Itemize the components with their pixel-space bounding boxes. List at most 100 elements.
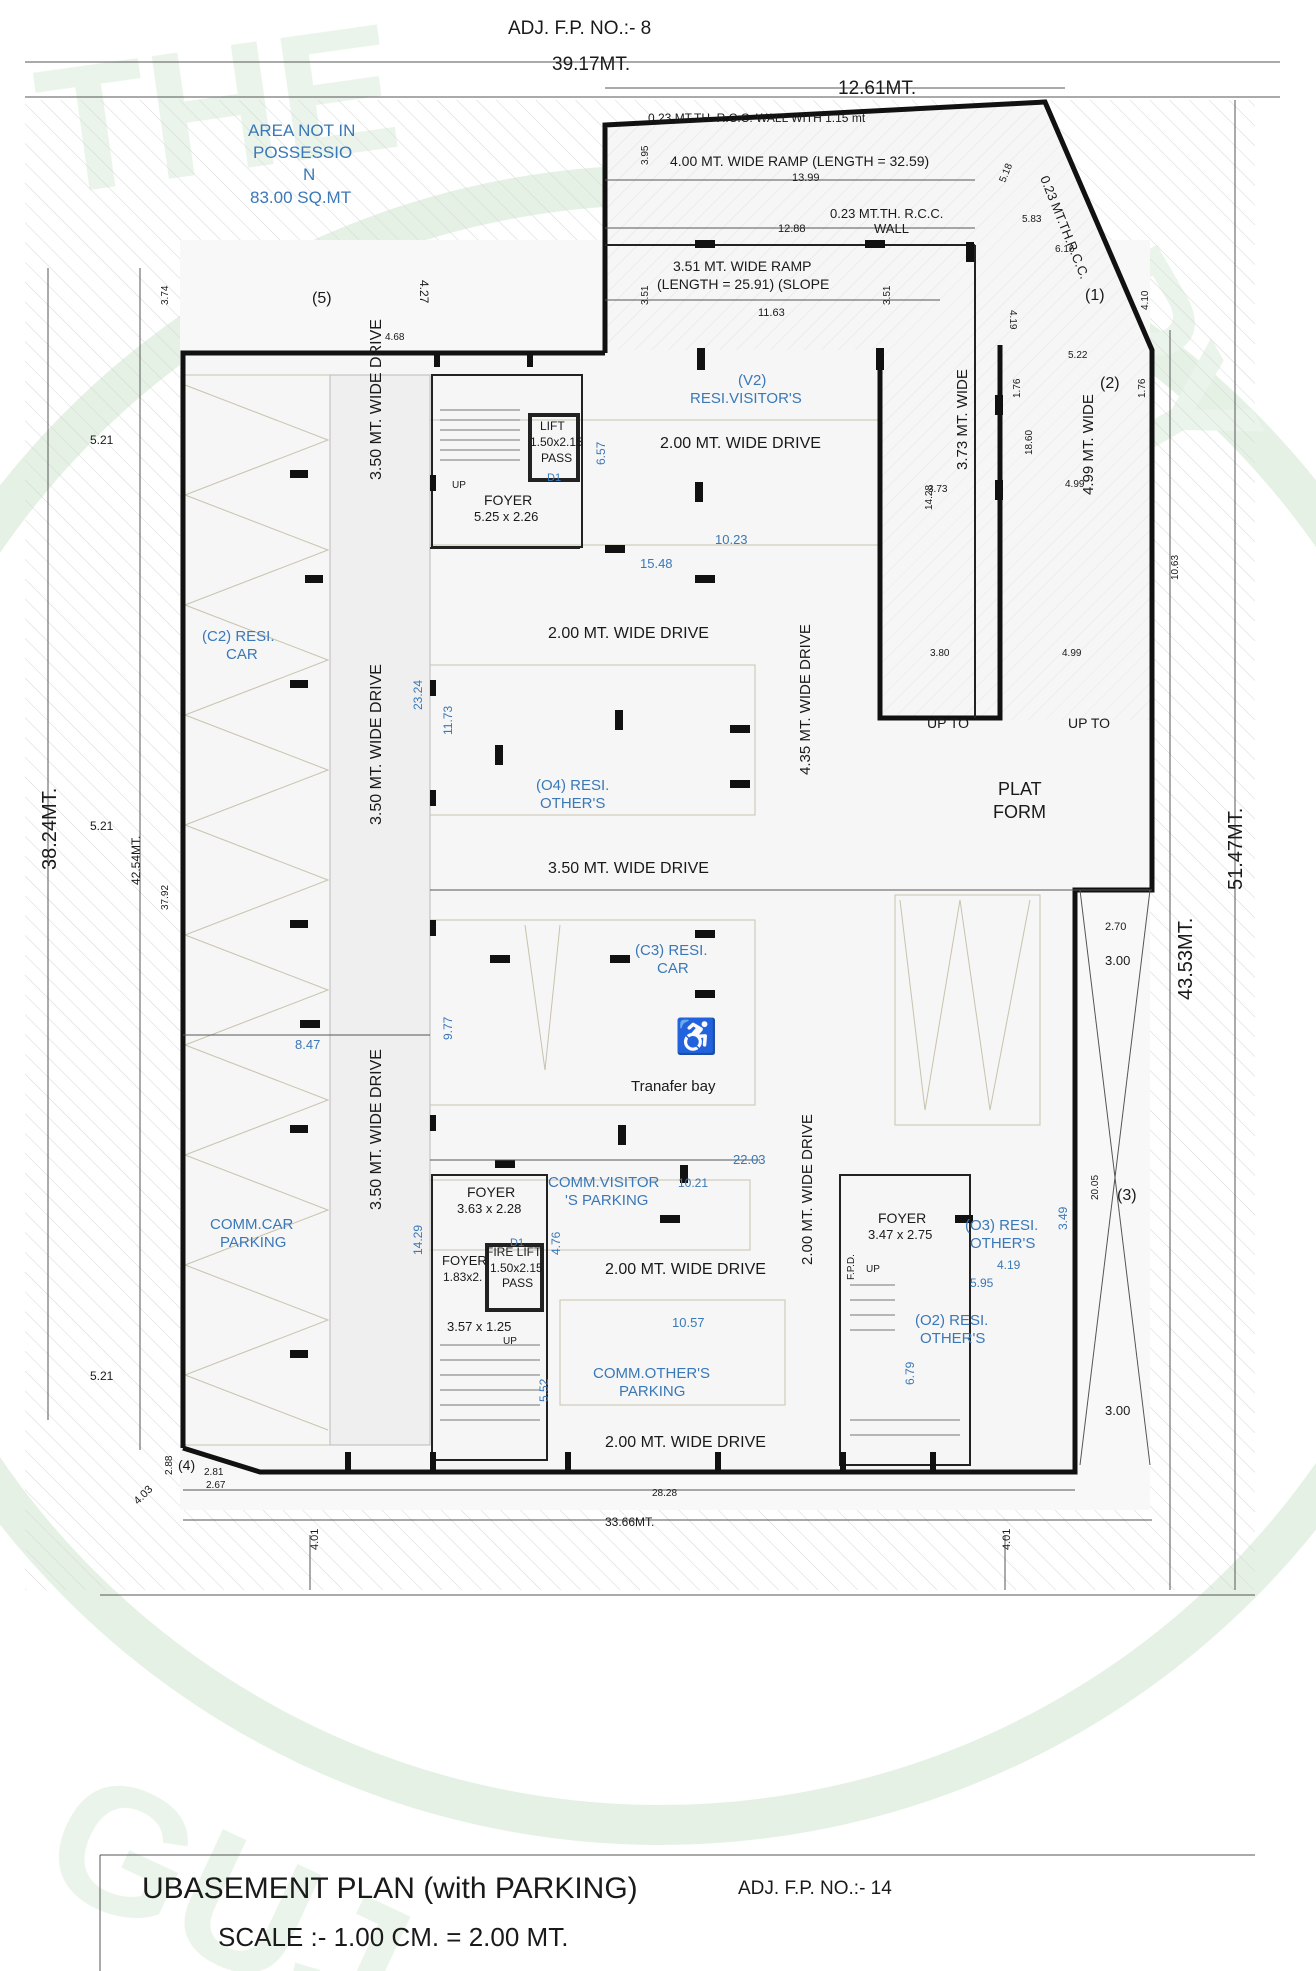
dim-2203: 22.03	[733, 1152, 766, 1167]
dim-552: 5.52	[537, 1378, 551, 1402]
dim-977: 9.77	[441, 1016, 455, 1040]
wall-mid-1: 0.23 MT.TH. R.C.C.	[830, 206, 943, 221]
comm-car-a: COMM.CAR	[210, 1216, 293, 1233]
diagonal-break-lines	[1079, 889, 1151, 1466]
dim-1428: 14.28	[924, 485, 935, 510]
dim-468: 4.68	[385, 332, 405, 343]
dim-499-b: 4.99	[1062, 648, 1082, 659]
dim-499-a: 4.99	[1065, 479, 1085, 490]
dim-410: 4.10	[1140, 290, 1151, 310]
marker-2: (2)	[1100, 375, 1120, 392]
wall-top-label: 0.23 MT.TH. R.C.C. WALL WITH 1.15 mt	[648, 111, 866, 125]
plan-scale: SCALE :- 1.00 CM. = 2.00 MT.	[218, 1922, 568, 1952]
o2-label-b: OTHER'S	[920, 1330, 985, 1347]
dim-401-a: 4.01	[309, 1529, 321, 1550]
o3-label-b: OTHER'S	[970, 1235, 1035, 1252]
plat-1: PLAT	[998, 779, 1042, 799]
comm-car-b: PARKING	[220, 1234, 286, 1251]
dim-1021: 10.21	[678, 1176, 708, 1190]
dim-595: 5.95	[970, 1276, 994, 1290]
dim-419: 4.19	[1007, 310, 1018, 330]
dim-left-inner: 37.92	[160, 885, 171, 910]
dim-left-mid: 42.54MT.	[129, 836, 143, 885]
up-c: UP	[866, 1264, 880, 1275]
drive-499: 4.99 MT. WIDE	[1080, 394, 1097, 495]
overall-width-dim: 39.17MT.	[552, 54, 630, 75]
v2-label-b: RESI.VISITOR'S	[690, 390, 802, 407]
up-to-a: UP TO	[927, 715, 969, 731]
dim-1399: 13.99	[792, 172, 820, 184]
dim-300-b: 3.00	[1105, 1403, 1130, 1418]
o3-label-a: (O3) RESI.	[965, 1217, 1038, 1234]
dim-281: 2.81	[204, 1467, 224, 1478]
dim-right-mid: 43.53MT.	[1175, 918, 1197, 1000]
dim-351-b: 3.51	[882, 285, 893, 305]
lift-label: LIFT	[540, 419, 565, 433]
dim-1288: 12.88	[778, 223, 806, 235]
foyer-br: FOYER	[878, 1210, 926, 1226]
c2-label-a: (C2) RESI.	[202, 628, 275, 645]
v2-label-a: (V2)	[738, 372, 766, 389]
comm-visitor-b: 'S PARKING	[565, 1192, 648, 1209]
drive-373: 3.73 MT. WIDE	[954, 369, 971, 470]
foyer-bl2-size: 1.83x2.	[443, 1270, 482, 1284]
dim-2324: 23.24	[411, 680, 425, 710]
adj-fp-top: ADJ. F.P. NO.:- 8	[508, 18, 651, 39]
dim-1173: 11.73	[441, 706, 455, 735]
foyer-br-size: 3.47 x 2.75	[868, 1227, 932, 1242]
dim-270: 2.70	[1105, 921, 1126, 933]
dim-476: 4.76	[549, 1231, 563, 1255]
comm-others-a: COMM.OTHER'S	[593, 1365, 710, 1382]
dim-583: 5.83	[1022, 214, 1042, 225]
dim-1860: 18.60	[1024, 430, 1035, 455]
lift-pass: PASS	[541, 451, 572, 465]
dim-1063: 10.63	[1170, 555, 1181, 580]
dim-522: 5.22	[1068, 350, 1088, 361]
dim-373: 3.73	[928, 484, 948, 495]
area-not-in-possession: AREA NOT IN POSSESSIO N 83.00 SQ.MT	[248, 121, 355, 207]
c3-label-b: CAR	[657, 960, 689, 977]
stair-treads	[440, 409, 960, 1436]
dim-1548: 15.48	[640, 556, 673, 571]
drive-350-bottom: 3.50 MT. WIDE DRIVE	[368, 1049, 385, 1210]
dim-679: 6.79	[903, 1361, 917, 1385]
dim-657: 6.57	[594, 441, 608, 465]
dim-616: 6.16	[1055, 244, 1075, 255]
svg-text:83.00 SQ.MT: 83.00 SQ.MT	[250, 188, 351, 207]
fire-lift-b: 1.50x2.15	[490, 1261, 543, 1275]
ramp-top-width-dim: 12.61MT.	[838, 78, 916, 99]
wheelchair-icon: ♿	[675, 1017, 717, 1056]
dimension-lines	[25, 61, 1280, 1971]
up-to-b: UP TO	[1068, 715, 1110, 731]
dim-521-b: 5.21	[90, 819, 114, 833]
inner-walls	[430, 244, 976, 1466]
dim-427: 4.27	[417, 280, 431, 304]
foyer-bl-size: 3.63 x 2.28	[457, 1201, 521, 1216]
dim-521-a: 5.21	[90, 433, 114, 447]
door-d1-a: D1	[547, 472, 561, 484]
dim-349: 3.49	[1056, 1206, 1070, 1230]
ramp2-label-b: (LENGTH = 25.91) (SLOPE	[657, 276, 829, 292]
drive-435: 4.35 MT. WIDE DRIVE	[797, 624, 814, 775]
fire-lift-c: PASS	[502, 1276, 533, 1290]
dim-847: 8.47	[295, 1037, 320, 1052]
wall-mid-2: WALL	[874, 221, 909, 236]
ramp1-label: 4.00 MT. WIDE RAMP (LENGTH = 32.59)	[670, 153, 929, 169]
dim-395: 3.95	[640, 145, 651, 165]
dim-1163: 11.63	[758, 307, 785, 319]
o4-label-b: OTHER'S	[540, 795, 605, 812]
up-b: UP	[503, 1336, 517, 1347]
adj-fp-bottom: ADJ. F.P. NO.:- 14	[738, 1878, 892, 1899]
plan-title: UBASEMENT PLAN (with PARKING)	[142, 1872, 638, 1905]
comm-others-b: PARKING	[619, 1383, 685, 1400]
dim-267: 2.67	[206, 1480, 226, 1491]
fire-lift-a: FIRE LIFT	[486, 1245, 542, 1259]
drive-200-vert: 2.00 MT. WIDE DRIVE	[799, 1114, 816, 1265]
marker-4: (4)	[178, 1457, 195, 1473]
comm-visitor-a: COMM.VISITOR	[548, 1174, 660, 1191]
drive-top: 2.00 MT. WIDE DRIVE	[660, 435, 821, 452]
drive-200-mid: 2.00 MT. WIDE DRIVE	[548, 625, 709, 642]
dim-right-outer: 51.47MT.	[1225, 808, 1247, 890]
dim-bottom-overall: 33.66MT.	[605, 1515, 654, 1529]
